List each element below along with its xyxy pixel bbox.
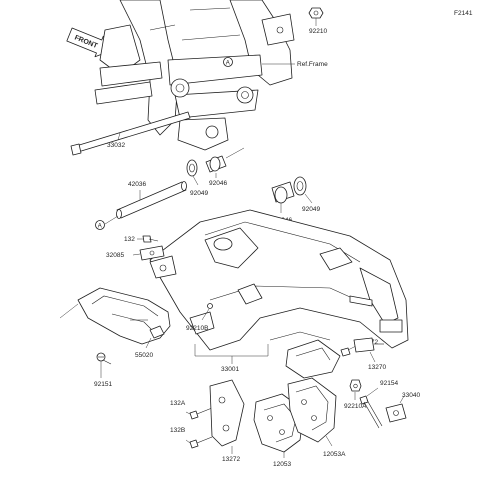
screw-92172 [340, 347, 351, 357]
callout-132-upper: 132 [124, 236, 135, 243]
callout-42036: 42036 [128, 181, 146, 188]
callout-92151: 92151 [94, 381, 112, 388]
marker-a-sleeve: A [95, 220, 105, 230]
sleeve-42036 [116, 181, 187, 219]
callout-132b: 132B [170, 427, 185, 434]
callout-33032: 33032 [107, 142, 125, 149]
figure-code: F2141 [454, 10, 473, 17]
callout-92210b: 92210B [186, 325, 208, 332]
collar-92046-lower [271, 181, 295, 204]
callout-13272: 13272 [222, 456, 240, 463]
chain-guide-12053a [287, 377, 337, 443]
callout-92046-upper: 92046 [209, 180, 227, 187]
chain-guard-55020 [77, 287, 171, 345]
callout-32085: 32085 [106, 252, 124, 259]
bolt-132-upper [142, 235, 159, 243]
callout-92210: 92210 [309, 28, 327, 35]
frame-outline [94, 0, 295, 151]
callout-12053a: 12053A [323, 451, 346, 458]
guard-32085 [139, 245, 165, 261]
bracket-13272 [209, 379, 245, 447]
nut-92210 [308, 7, 324, 19]
callout-55020: 55020 [135, 352, 153, 359]
seal-92049-upper [186, 159, 198, 177]
washer-92210b [207, 303, 213, 309]
plate-33040 [385, 403, 407, 423]
chain-guide-upper-piece [285, 339, 341, 379]
svg-text:A: A [226, 61, 230, 67]
callout-132a: 132A [170, 400, 186, 407]
ref-frame-label: Ref.Frame [297, 61, 328, 68]
svg-text:A: A [98, 224, 102, 230]
pivot-shaft-33032 [70, 111, 191, 156]
front-arrow: FRONT [66, 27, 111, 58]
swingarm-33001 [149, 209, 409, 351]
callout-12053: 12053 [273, 461, 291, 468]
callout-33001: 33001 [221, 366, 239, 373]
screw-92151 [96, 352, 112, 365]
seal-92049-lower [293, 176, 307, 196]
bolt-132b [189, 436, 213, 449]
adjuster-13270 [353, 337, 384, 353]
callout-92049-lower: 92049 [302, 206, 320, 213]
callout-13270: 13270 [368, 364, 386, 371]
bolt-132a [189, 407, 213, 420]
bolt-92154 [359, 395, 383, 429]
nut-92210a [349, 379, 362, 392]
marker-a-frame: A [223, 57, 233, 67]
callout-92049-upper: 92049 [190, 190, 208, 197]
callout-92210a: 92210A [344, 403, 367, 410]
collar-92046-upper [205, 155, 227, 173]
callout-92154: 92154 [380, 380, 398, 387]
callout-33040: 33040 [402, 392, 420, 399]
